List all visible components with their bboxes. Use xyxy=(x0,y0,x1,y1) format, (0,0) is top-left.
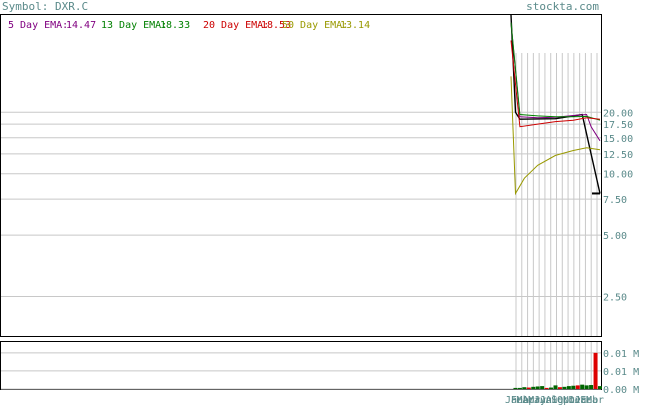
volume-bar xyxy=(526,387,531,389)
legend-ema5-value: 14.47 xyxy=(66,20,96,31)
x-tick-label: Nov xyxy=(563,395,581,406)
price-grid xyxy=(1,111,601,297)
volume-tick-labels: 0.01 M 0.01 M 0.00 M xyxy=(603,349,639,396)
volume-bar xyxy=(540,386,545,389)
legend-ema20-value: 18.53 xyxy=(261,20,291,31)
volume-bar xyxy=(517,387,522,389)
series-ema20-line xyxy=(510,40,601,128)
volume-bar xyxy=(566,386,571,389)
volume-panel-frame xyxy=(0,341,602,390)
volume-bars xyxy=(513,352,602,389)
legend: 5 Day EMA: 14.47 13 Day EMA: 18.33 20 Da… xyxy=(8,20,370,31)
volume-bar xyxy=(589,385,594,389)
x-tick-label: May xyxy=(528,395,546,406)
vertical-grid xyxy=(515,53,598,389)
x-tick-label: Feb xyxy=(511,395,529,406)
volume-bar xyxy=(522,387,527,389)
volume-bar xyxy=(575,385,580,389)
volume-bar xyxy=(544,387,549,389)
x-tick-label: Jan xyxy=(505,395,523,406)
x-tick-label: Jun xyxy=(534,395,552,406)
legend-ema50-value: 13.14 xyxy=(340,20,370,31)
price-tick-label: 12.50 xyxy=(603,150,633,161)
volume-tick-label: 0.00 M xyxy=(603,385,639,396)
volume-bar xyxy=(553,385,558,389)
volume-bar xyxy=(580,384,585,389)
legend-ema13-label: 13 Day EMA: xyxy=(101,20,167,31)
x-tick-label: Dec xyxy=(569,395,587,406)
volume-bar xyxy=(513,387,518,389)
x-tick-label: Feb xyxy=(580,395,598,406)
volume-grid xyxy=(1,352,601,390)
price-tick-label: 10.00 xyxy=(603,170,633,181)
price-tick-label: 2.50 xyxy=(603,292,627,303)
x-tick-label: Oct xyxy=(557,395,575,406)
x-tick-label: Sep xyxy=(551,395,569,406)
x-tick-label: Apr xyxy=(522,395,540,406)
volume-bar xyxy=(549,387,554,389)
price-panel-frame xyxy=(0,14,602,337)
x-tick-label: Mar xyxy=(586,395,604,406)
series-ema50-line xyxy=(510,76,601,196)
site-label: stockta.com xyxy=(526,0,599,13)
x-tick-label: Jan xyxy=(574,395,592,406)
x-tick-label: Aug xyxy=(545,395,563,406)
x-tick-label: Mar xyxy=(517,395,535,406)
volume-tick-label: 0.01 M xyxy=(603,349,639,360)
price-tick-label: 17.50 xyxy=(603,120,633,131)
volume-tick-label: 0.01 M xyxy=(603,367,639,378)
price-tick-label: 20.00 xyxy=(603,108,633,119)
price-tick-label: 5.00 xyxy=(603,231,627,242)
x-tick-labels: JanFebMarAprMayJunJulAugSepOctNovDecJanF… xyxy=(505,395,604,406)
volume-bar xyxy=(598,386,602,389)
series-ema13-line xyxy=(510,22,601,121)
series-lines xyxy=(510,14,601,196)
volume-bar xyxy=(535,386,540,389)
legend-ema13-value: 18.33 xyxy=(160,20,190,31)
volume-bar xyxy=(584,385,589,389)
legend-ema50-label: 50 Day EMA: xyxy=(282,20,348,31)
x-tick-label: Jul xyxy=(540,395,558,406)
volume-bar xyxy=(571,385,576,389)
legend-ema5-label: 5 Day EMA: xyxy=(8,20,68,31)
volume-bar xyxy=(557,387,562,389)
volume-bar xyxy=(531,386,536,389)
legend-ema20-label: 20 Day EMA: xyxy=(203,20,269,31)
symbol-label: Symbol: DXR.C xyxy=(2,0,88,13)
price-tick-label: 15.00 xyxy=(603,134,633,145)
volume-bar xyxy=(593,352,598,389)
volume-bar xyxy=(562,386,567,389)
price-tick-label: 7.50 xyxy=(603,195,627,206)
